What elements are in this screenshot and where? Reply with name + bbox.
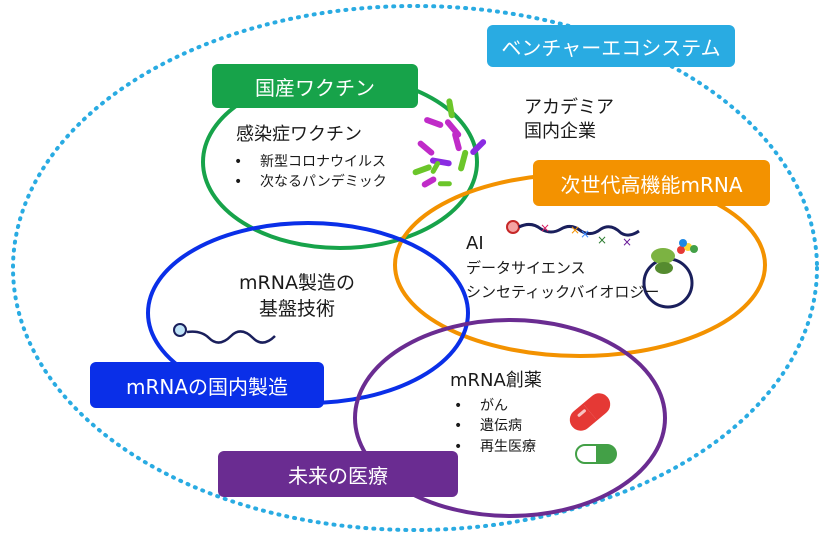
vaccine-bullet: 次なるパンデミック — [232, 172, 387, 193]
svg-text:×: × — [540, 221, 550, 235]
green-capsule-icon — [575, 444, 617, 464]
svg-text:×: × — [580, 227, 590, 241]
drug-bullet: 再生医療 — [452, 437, 536, 458]
ecosystem-partner-academia: アカデミア — [524, 97, 614, 118]
drug-circle — [353, 318, 667, 518]
svg-text:×: × — [597, 233, 607, 247]
mrna-strand-icon: × × × × × — [506, 220, 640, 249]
nextgen-tag: 次世代高機能mRNA — [533, 160, 770, 206]
circular-rna-icon — [642, 239, 698, 309]
drug-title: mRNA創薬 — [450, 370, 542, 391]
manufacturing-tag: mRNAの国内製造 — [90, 362, 324, 408]
vaccine-bullet-list: 新型コロナウイルス 次なるパンデミック — [232, 152, 387, 193]
svg-text:×: × — [622, 235, 632, 249]
vaccine-title: 感染症ワクチン — [236, 124, 362, 145]
vaccine-tag: 国産ワクチン — [212, 64, 418, 108]
nextgen-line-datascience: データサイエンス — [466, 259, 586, 277]
ecosystem-boundary — [11, 4, 819, 532]
ecosystem-partner-companies: 国内企業 — [524, 121, 596, 142]
manufacturing-line-1: mRNA製造の — [239, 272, 355, 294]
drug-bullet: がん — [452, 396, 536, 417]
svg-text:×: × — [570, 223, 580, 237]
drug-bullet-list: がん 遺伝病 再生医療 — [452, 396, 536, 457]
drug-bullet: 遺伝病 — [452, 416, 536, 437]
manufacturing-line-2: 基盤技術 — [258, 298, 335, 320]
mrna-strand-icon — [173, 323, 276, 344]
red-capsule-icon — [569, 393, 611, 431]
vaccine-bullet: 新型コロナウイルス — [232, 152, 387, 173]
antibody-icon — [412, 98, 487, 188]
ecosystem-tag: ベンチャーエコシステム — [487, 25, 735, 67]
nextgen-line-ai: AI — [466, 233, 484, 254]
nextgen-line-synbio: シンセティックバイオロジー — [466, 283, 660, 301]
drug-tag: 未来の医療 — [218, 451, 458, 497]
